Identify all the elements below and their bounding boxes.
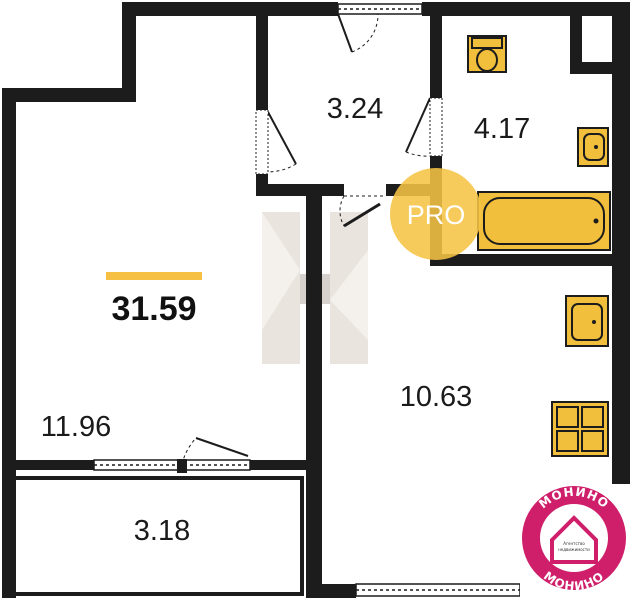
sink-bathroom [577, 127, 609, 167]
bathtub [477, 191, 611, 251]
house-icon [550, 515, 598, 564]
hallway-area: 3.24 [327, 93, 383, 125]
pro-badge: PRO [390, 168, 482, 260]
logo-tagline-1: Агентство [563, 541, 585, 546]
agency-logo: МОНИНО МОНИНО Агентство недвижимости [520, 484, 630, 600]
balcony-outline [4, 476, 304, 596]
total-area: 31.59 [111, 290, 196, 328]
total-area-bar [106, 272, 202, 280]
logo-tagline-2: недвижимости [558, 547, 590, 552]
toilet [467, 35, 507, 73]
stove [551, 401, 609, 457]
doors [177, 13, 443, 473]
bathroom-area: 4.17 [474, 113, 530, 145]
svg-text:PRO: PRO [407, 200, 466, 230]
kitchen-area: 10.63 [400, 381, 473, 413]
living-room-area: 11.96 [41, 411, 111, 443]
sink-kitchen [565, 295, 609, 347]
watermark-logo [262, 212, 368, 364]
windows [93, 3, 521, 597]
balcony-area: 3.18 [134, 515, 190, 547]
